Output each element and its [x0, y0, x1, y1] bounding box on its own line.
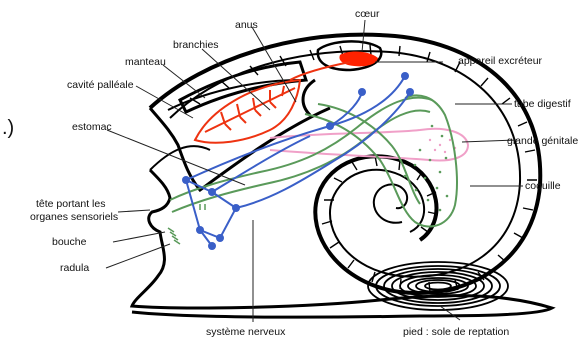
label-coeur: cœur	[355, 8, 380, 20]
label-glande-genitale: glande génitale	[507, 135, 578, 147]
label-cavite-palleale: cavité palléale	[67, 79, 134, 91]
shell	[150, 35, 540, 293]
label-anus: anus	[235, 19, 258, 31]
label-tete-line1: tête portant les	[36, 198, 105, 210]
foot-coil	[368, 262, 508, 310]
stray-text-fragment: .)	[2, 117, 14, 139]
label-coquille: coquille	[525, 180, 561, 192]
label-radula: radula	[60, 262, 89, 274]
radula	[168, 204, 205, 244]
label-tete-line2: organes sensoriels	[30, 211, 118, 223]
label-tube-digestif: tube digestif	[514, 98, 571, 110]
label-estomac: estomac	[72, 121, 112, 133]
label-branchies: branchies	[173, 39, 219, 51]
snail-body	[132, 41, 552, 317]
genital-gland	[270, 129, 468, 161]
label-appareil-excreteur: appareil excréteur	[458, 55, 543, 67]
label-pied: pied : sole de reptation	[403, 326, 509, 338]
label-systeme-nerveux: système nerveux	[206, 326, 286, 338]
label-manteau: manteau	[125, 56, 166, 68]
heart	[339, 52, 378, 67]
excretory-duct	[290, 62, 350, 80]
label-bouche: bouche	[52, 236, 87, 248]
